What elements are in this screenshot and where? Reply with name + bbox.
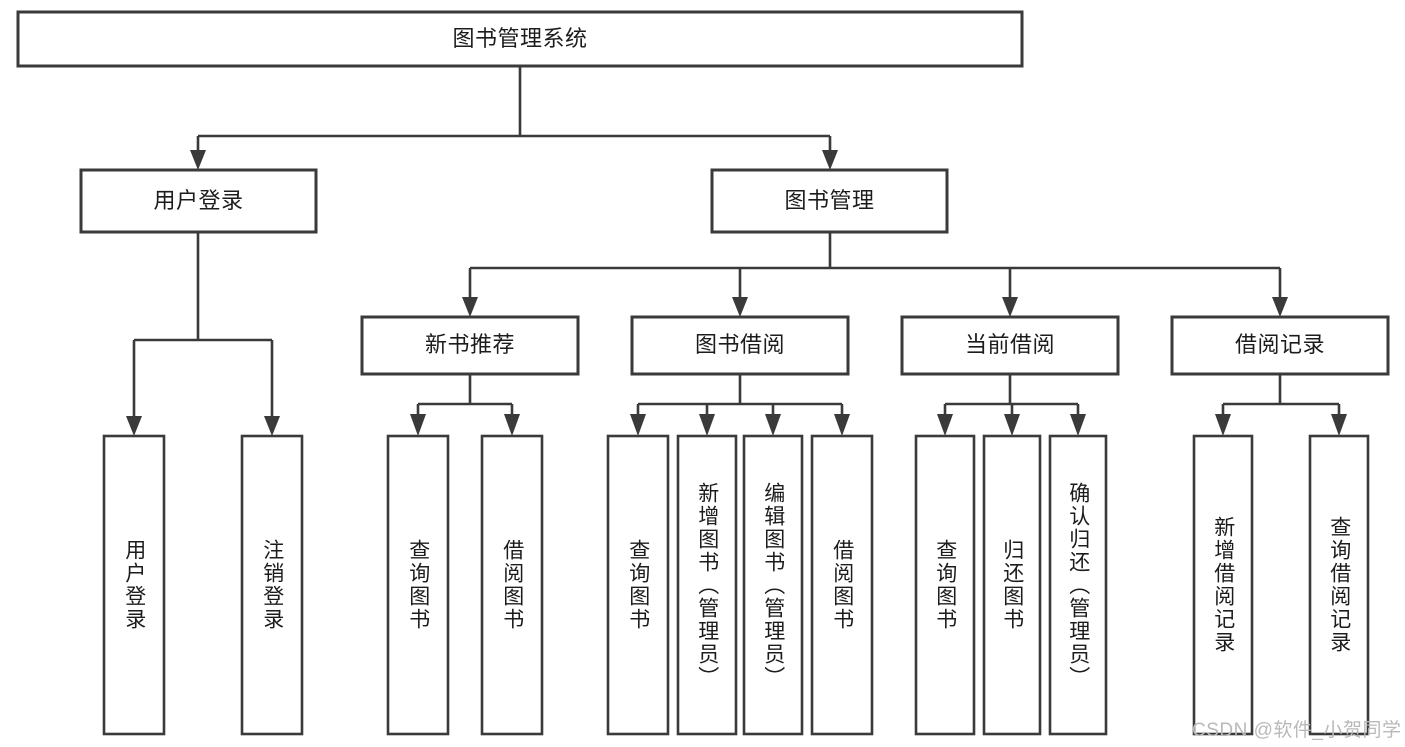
arrowhead-leaf-logout [264, 416, 280, 436]
node-leaf-confirm-return-box[interactable] [1048, 434, 1108, 736]
arrowhead-leaf-query-book-3 [937, 414, 953, 436]
node-root-box[interactable] [16, 10, 1024, 68]
node-new-book-recommend-box[interactable] [360, 315, 580, 376]
node-leaf-query-book-1-box[interactable] [386, 434, 450, 736]
arrowhead-leaf-add-record [1215, 414, 1231, 436]
node-leaf-query-book-3-box[interactable] [914, 434, 976, 736]
node-leaf-user-login-box[interactable] [102, 434, 166, 736]
node-user-login-box[interactable] [79, 168, 318, 234]
arrowhead-leaf-return-book [1004, 414, 1020, 436]
arrowhead-user-login [190, 150, 206, 170]
node-book-management-box[interactable] [710, 168, 949, 234]
arrowhead-leaf-query-book-1 [410, 414, 426, 436]
arrowhead-leaf-borrow-book-1 [504, 414, 520, 436]
node-borrow-record-box[interactable] [1170, 315, 1390, 376]
node-leaf-add-book-box[interactable] [676, 434, 738, 736]
arrowhead-leaf-borrow-book-2 [834, 414, 850, 436]
arrowhead-leaf-add-book [699, 414, 715, 436]
arrowhead-leaf-user-login [126, 416, 142, 436]
node-leaf-return-book-box[interactable] [982, 434, 1042, 736]
arrowhead-book-borrow [732, 297, 748, 317]
node-leaf-query-book-2-box[interactable] [606, 434, 670, 736]
node-leaf-logout-box[interactable] [240, 434, 304, 736]
node-leaf-borrow-book-2-box[interactable] [810, 434, 874, 736]
arrowhead-borrow-record [1272, 297, 1288, 317]
arrowhead-leaf-query-record [1331, 414, 1347, 436]
node-leaf-add-record-box[interactable] [1192, 434, 1254, 736]
arrowhead-book-management [822, 150, 838, 170]
arrowhead-leaf-edit-book [765, 414, 781, 436]
node-book-borrow-box[interactable] [630, 315, 850, 376]
arrowhead-leaf-confirm-return [1070, 414, 1086, 436]
node-leaf-query-record-box[interactable] [1308, 434, 1370, 736]
node-leaf-edit-book-box[interactable] [742, 434, 804, 736]
node-leaf-borrow-book-1-box[interactable] [480, 434, 544, 736]
node-current-borrow-box[interactable] [900, 315, 1120, 376]
arrowhead-leaf-query-book-2 [630, 414, 646, 436]
arrowhead-current-borrow [1002, 297, 1018, 317]
arrowhead-new-book-recommend [462, 297, 478, 317]
